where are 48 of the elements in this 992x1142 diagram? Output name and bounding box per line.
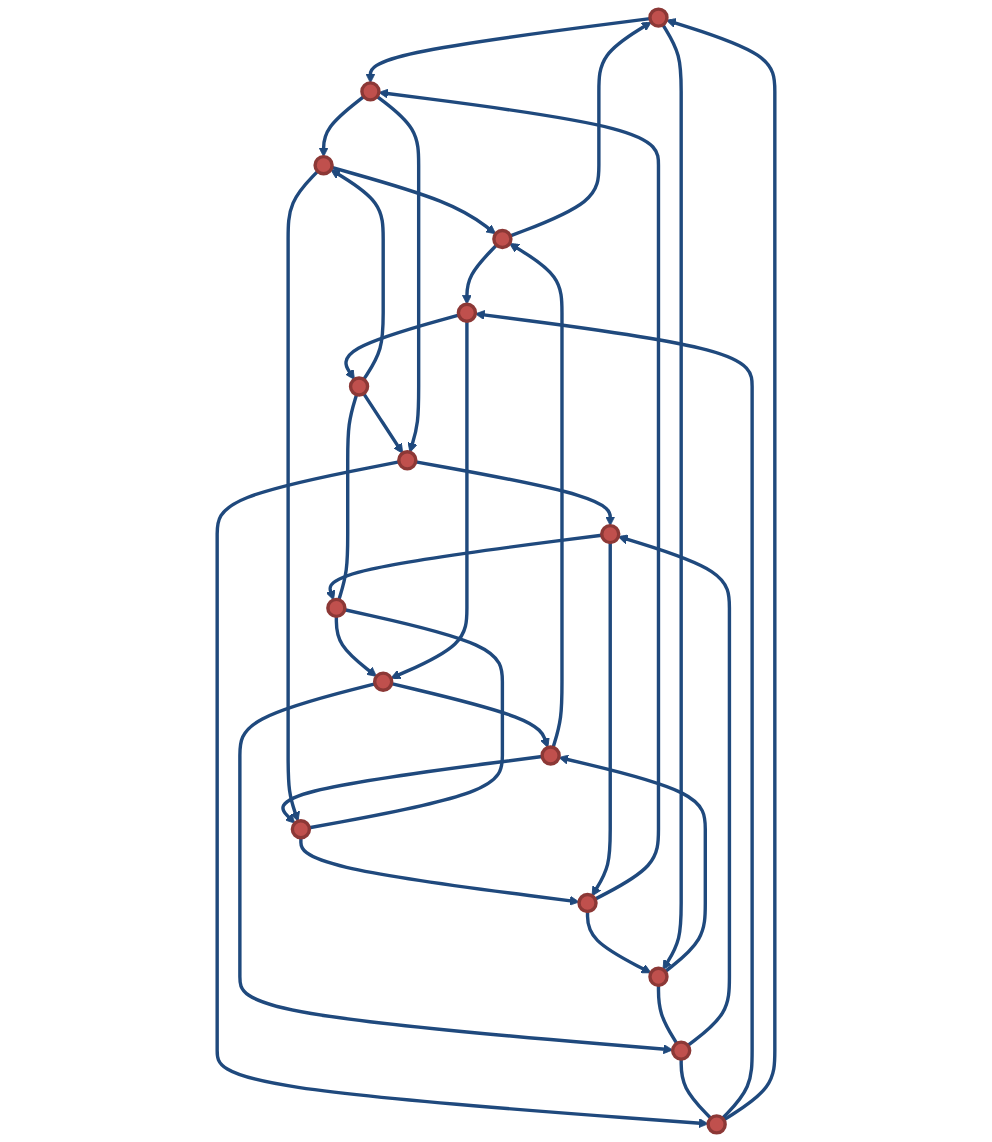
connector	[679, 1059, 712, 1120]
arrow	[299, 837, 580, 906]
node-circle	[600, 523, 621, 545]
node-circle	[360, 81, 381, 102]
arrow	[281, 754, 543, 824]
arrow	[591, 542, 612, 897]
arrow	[390, 321, 469, 680]
arrow	[318, 95, 365, 158]
connector	[308, 608, 505, 830]
connector	[337, 394, 359, 601]
arrow	[415, 460, 616, 527]
node-circle	[326, 597, 347, 619]
arrow	[661, 23, 683, 971]
node-circle	[492, 228, 513, 250]
node-circle	[648, 966, 669, 988]
arrow	[474, 310, 754, 1120]
node-circle	[706, 1114, 727, 1135]
node-circle	[397, 450, 418, 471]
node-circle	[648, 7, 669, 28]
node-circle	[348, 376, 370, 397]
node-circle	[372, 671, 394, 692]
node-circle	[577, 892, 598, 914]
arrow	[666, 18, 777, 1122]
connector	[656, 985, 679, 1045]
arrow	[509, 21, 652, 238]
arrow	[286, 170, 319, 822]
node-circle	[540, 745, 561, 766]
arrow	[215, 460, 709, 1129]
node-circle	[456, 302, 478, 323]
node-circle	[313, 154, 334, 176]
node-circle	[670, 1040, 692, 1061]
arrow	[331, 165, 497, 235]
arrow	[617, 534, 732, 1047]
arrow	[325, 533, 602, 601]
arrow	[362, 392, 404, 454]
arrow	[344, 313, 460, 380]
arrow	[461, 243, 498, 305]
arrow	[238, 682, 674, 1055]
arrow	[585, 911, 652, 974]
node-circle	[290, 819, 312, 840]
arrow	[330, 169, 385, 381]
arrow	[509, 243, 564, 748]
arrow	[334, 616, 377, 677]
arrow	[365, 17, 651, 84]
arrow	[376, 95, 421, 453]
arrow	[391, 682, 550, 748]
arrow	[558, 754, 707, 973]
arrow	[378, 88, 661, 901]
